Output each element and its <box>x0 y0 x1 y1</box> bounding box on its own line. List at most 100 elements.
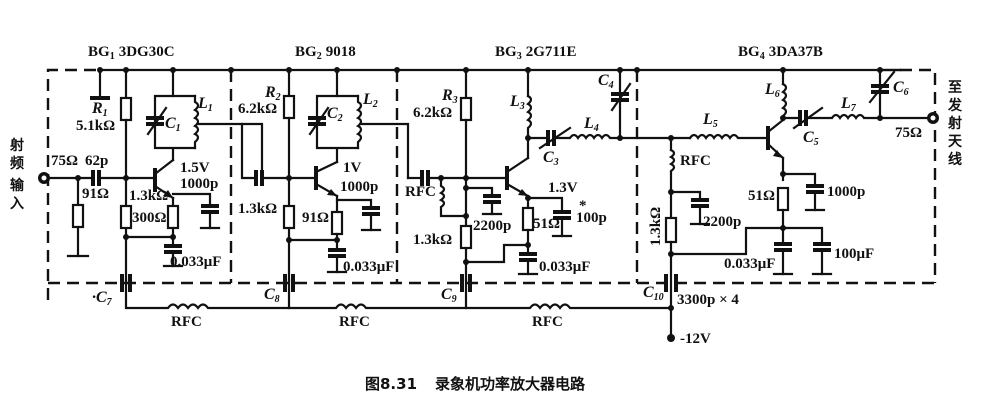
l4-label: L4 <box>583 115 599 134</box>
c6-variable-capacitor <box>868 70 896 104</box>
r3-value: 6.2kΩ <box>413 105 452 121</box>
l6-inductor <box>781 82 788 122</box>
input-label-char: 输 <box>10 177 25 194</box>
wire <box>315 94 360 164</box>
l5-label: L5 <box>702 111 718 130</box>
l3-inductor <box>526 94 533 160</box>
junction <box>668 305 674 311</box>
c6-label: C6 <box>893 79 909 98</box>
c9-label: C9 <box>441 286 457 305</box>
caption-title: 录象机功率放大器电路 <box>435 375 586 393</box>
rfc-supply-1 <box>124 278 291 310</box>
wire <box>669 190 702 202</box>
l1-inductor <box>193 94 200 150</box>
c2-label: C2 <box>327 105 343 124</box>
supply-line: RFC RFC RFC -12V <box>124 278 711 347</box>
junction <box>286 175 292 181</box>
rfc-supply-3-label: RFC <box>532 314 563 330</box>
rfc-supply-3 <box>464 278 673 310</box>
l7-label: L7 <box>840 95 857 114</box>
l6-label: L6 <box>764 81 780 100</box>
junction <box>463 259 469 265</box>
rfc-supply-1-label: RFC <box>171 314 202 330</box>
caption-number: 图8.31 <box>365 375 417 393</box>
input-connector-center <box>41 175 47 181</box>
c2-variable-capacitor <box>308 106 330 136</box>
c-base-4-value: 2200p <box>703 214 741 230</box>
c-bypass-1-value: 0.033μF <box>170 254 221 270</box>
wire <box>669 226 785 256</box>
l1-label: L1 <box>197 95 213 114</box>
r-base-3-value: 1.3kΩ <box>413 232 452 248</box>
bg2-emitter-voltage: 1V <box>343 160 362 176</box>
resistor-emit-2 <box>330 210 344 236</box>
junction <box>463 213 469 219</box>
wire <box>171 192 212 208</box>
wire <box>464 243 530 264</box>
wire <box>464 186 494 198</box>
bg2-emitter-cap-value: 1000p <box>340 179 378 195</box>
c5-label: C5 <box>803 129 819 148</box>
resistor-base-4 <box>664 216 678 244</box>
shield-boundary <box>46 68 937 300</box>
junction <box>877 67 883 73</box>
output-label-char: 天 <box>948 134 963 150</box>
supply-terminal[interactable] <box>667 334 675 342</box>
output-label: 至 发 射 天 线 <box>947 80 963 168</box>
wire <box>781 226 824 246</box>
resistor-base-3 <box>459 224 473 250</box>
output-label-char: 发 <box>947 97 963 114</box>
rfc-base-3 <box>438 176 468 218</box>
l2-tap-to-stage3 <box>359 122 410 180</box>
transistor-bg2 <box>314 160 339 198</box>
l7-inductor <box>804 113 932 120</box>
c4-variable-capacitor <box>610 82 632 112</box>
c8-label: C8 <box>264 286 280 305</box>
c-bypass-2-value: 0.033μF <box>343 259 394 275</box>
wire <box>153 94 197 162</box>
c-bypass-4-value: 0.033μF <box>724 256 775 272</box>
bg1-emitter-cap-value: 1000p <box>180 176 218 192</box>
c-input-value: 62p <box>85 153 108 169</box>
c10-label: C10 <box>643 284 664 303</box>
l2-label: L2 <box>362 91 378 110</box>
r3-label: R3 <box>441 87 458 106</box>
rfc-base-4 <box>668 148 676 194</box>
input-label-char: 入 <box>10 196 24 212</box>
resistor-emit-1 <box>166 204 180 230</box>
r-base-1-value: 1.3kΩ <box>129 188 168 204</box>
junction <box>463 175 469 181</box>
r-emit-4-value: 51Ω <box>748 188 775 204</box>
transistor-bg4 <box>766 118 785 160</box>
r2-value: 6.2kΩ <box>238 101 277 117</box>
supply-voltage: -12V <box>680 331 711 347</box>
l5-inductor <box>688 133 768 140</box>
input-impedance: 75Ω <box>51 153 78 169</box>
wire <box>240 122 258 180</box>
junction <box>123 175 129 181</box>
rfc-base-4-label: RFC <box>680 153 711 169</box>
c-electrolytic-4-value: 100μF <box>834 246 874 262</box>
resistor-base-1 <box>119 204 133 230</box>
output-label-char: 线 <box>948 151 962 168</box>
rail-junctions <box>97 67 786 73</box>
c4-label: C4 <box>598 72 614 91</box>
transistor-bg1 <box>153 158 175 200</box>
output-connector-center <box>930 115 936 121</box>
junction <box>617 67 623 73</box>
r-emit-3-value: 51Ω <box>533 216 560 232</box>
wire <box>124 226 175 239</box>
junction <box>286 237 292 243</box>
l1-tap-to-stage2 <box>196 122 264 180</box>
transistor-bg3 <box>505 156 530 198</box>
figure-caption: 图8.31 录象机功率放大器电路 <box>365 375 586 393</box>
c-emit-3-mark: * <box>579 198 587 214</box>
